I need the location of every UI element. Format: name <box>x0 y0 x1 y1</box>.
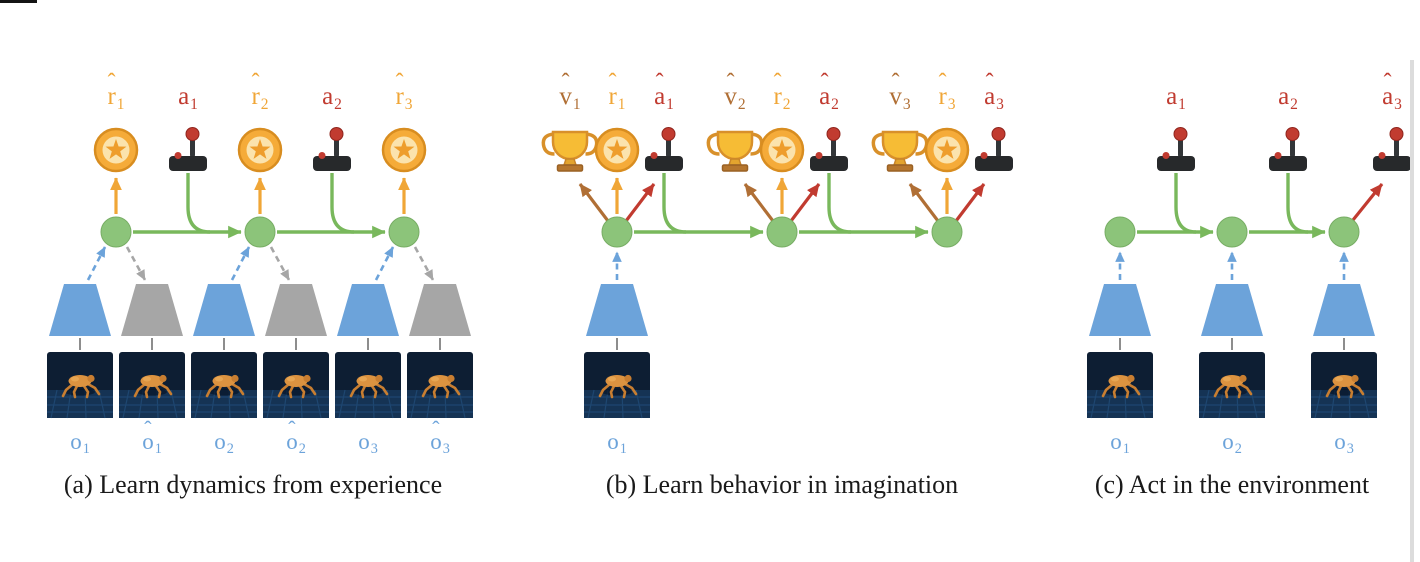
page-corner-rule <box>0 0 37 3</box>
state-node <box>1216 216 1248 248</box>
action-joystick-icon <box>644 127 684 172</box>
reward-coin-icon <box>759 127 805 173</box>
encoder-decoder-trapezoids <box>49 284 471 336</box>
panel-c-label-a1: a1 <box>1166 83 1186 113</box>
ant-robot-thumbnail <box>45 350 115 420</box>
inference-arrows <box>86 246 435 281</box>
panel-b-label-o1: o1 <box>607 429 627 458</box>
reward-coin-icon <box>381 127 427 173</box>
panel-a-label-a1: a1 <box>178 83 198 113</box>
state-node <box>388 216 420 248</box>
state-nodes <box>601 216 963 248</box>
encoder-trapezoid <box>586 284 648 336</box>
encoder-trapezoid <box>193 284 255 336</box>
ant-robot-thumbnail <box>582 350 652 420</box>
encoder-trapezoids <box>1089 284 1375 336</box>
reward-coin-icon <box>93 127 139 173</box>
reward-coin-icon <box>237 127 283 173</box>
decoder-trapezoid <box>265 284 327 336</box>
prediction-arrows <box>578 177 986 222</box>
panel-a-caption: (a) Learn dynamics from experience <box>63 470 443 499</box>
policy-action-arrow <box>1351 182 1384 222</box>
action-joystick-icon <box>1372 127 1412 172</box>
encoder-trapezoid <box>1089 284 1151 336</box>
panel-a-label-o3: o3 <box>358 429 378 458</box>
state-nodes <box>1104 216 1360 248</box>
panel-c-label-o2: o2 <box>1222 429 1242 458</box>
state-node <box>1328 216 1360 248</box>
state-node <box>766 216 798 248</box>
observation-thumbnails <box>1085 350 1379 420</box>
action-joystick-icon <box>974 127 1014 172</box>
reward-coin-icon <box>924 127 970 173</box>
action-joystick-icon <box>312 127 352 172</box>
value-trophy-icon <box>541 130 599 173</box>
reward-arrows <box>110 177 410 214</box>
panel-c-label-a2: a2 <box>1278 83 1298 113</box>
page-edge-strip <box>1410 60 1414 562</box>
state-node <box>931 216 963 248</box>
value-trophy-icon <box>706 130 764 173</box>
transition-arrows <box>634 173 929 239</box>
action-joystick-icon <box>1268 127 1308 172</box>
thumbnail-stems <box>1119 338 1345 350</box>
panel-b-graphics <box>541 127 1014 420</box>
encoder-trapezoid <box>1201 284 1263 336</box>
encoder-trapezoid <box>49 284 111 336</box>
reward-coin-icon <box>594 127 640 173</box>
transition-arrows <box>1137 173 1326 239</box>
ant-robot-thumbnail <box>333 350 403 420</box>
transition-arrows <box>133 173 386 239</box>
panel-a-label-a2: a2 <box>322 83 342 113</box>
ant-robot-thumbnail <box>189 350 259 420</box>
state-node <box>1104 216 1136 248</box>
ant-robot-thumbnail <box>1197 350 1267 420</box>
encoder-trapezoid <box>337 284 399 336</box>
action-joystick-icon <box>809 127 849 172</box>
panel-c-caption: (c) Act in the environment <box>1094 470 1370 499</box>
ant-robot-thumbnail <box>1085 350 1155 420</box>
thumbnail-stems <box>79 338 441 350</box>
value-trophy-icon <box>871 130 929 173</box>
decoder-trapezoid <box>121 284 183 336</box>
ant-robot-thumbnail <box>117 350 187 420</box>
panel-c-label-o1: o1 <box>1110 429 1130 458</box>
ant-robot-thumbnail <box>261 350 331 420</box>
panel-c-label-o3: o3 <box>1334 429 1354 458</box>
ant-robot-thumbnail <box>1309 350 1379 420</box>
inference-arrows <box>1115 251 1349 280</box>
panel-b-caption: (b) Learn behavior in imagination <box>605 470 959 499</box>
panel-a-graphics <box>45 127 475 420</box>
panel-c-graphics <box>1085 127 1412 420</box>
action-joystick-icon <box>1156 127 1196 172</box>
state-nodes <box>100 216 420 248</box>
action-joystick-icon <box>168 127 208 172</box>
panel-a-label-o1: o1 <box>70 429 90 458</box>
state-node <box>100 216 132 248</box>
observation-thumbnails <box>45 350 475 420</box>
ant-robot-thumbnail <box>405 350 475 420</box>
state-node <box>601 216 633 248</box>
decoder-trapezoid <box>409 284 471 336</box>
state-node <box>244 216 276 248</box>
encoder-trapezoid <box>1313 284 1375 336</box>
panel-a-label-o2: o2 <box>214 429 234 458</box>
